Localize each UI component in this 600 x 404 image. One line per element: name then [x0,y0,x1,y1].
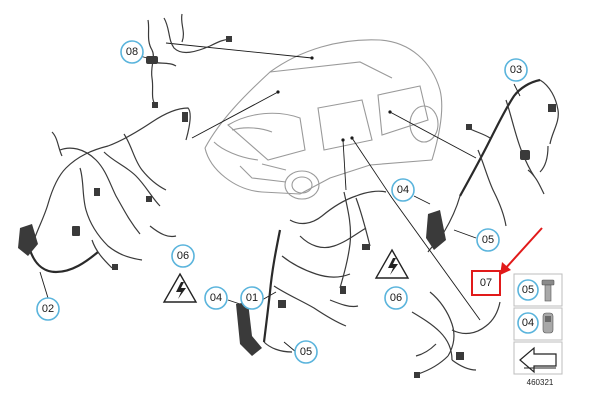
direction-arrow-icon [519,346,557,374]
harness-08 [146,13,233,108]
callout-08[interactable]: 08 [120,40,144,64]
callout-05-right-label: 05 [482,234,494,246]
reference-number: 460321 [527,378,554,387]
callout-06-right-label: 06 [390,292,402,304]
callout-05-right[interactable]: 05 [476,228,500,252]
bolt-icon [541,279,555,302]
callout-01-label: 01 [246,292,258,304]
callout-07-label: 07 [480,277,492,289]
kit-item-05[interactable]: 05 [517,279,539,301]
callout-06-right[interactable]: 06 [384,286,408,310]
callout-08-label: 08 [126,46,138,58]
kit-item-04[interactable]: 04 [517,312,539,334]
nut-icon [542,312,554,334]
harness-02 [18,107,191,274]
harness-03 [426,78,559,253]
harness-01 [236,190,387,356]
warning-triangle-icon [374,248,410,279]
callout-04-center-label: 04 [210,292,222,304]
harness-07 [411,291,501,378]
callout-06-left[interactable]: 06 [171,244,195,268]
warning-triangle-icon [162,272,198,303]
callout-03-label: 03 [510,64,522,76]
callout-02[interactable]: 02 [36,297,60,321]
callout-05-center[interactable]: 05 [294,340,318,364]
callout-04-right[interactable]: 04 [391,178,415,202]
red-arrow-icon [500,227,543,275]
kit-item-04-label: 04 [522,317,534,329]
callout-05-center-label: 05 [300,346,312,358]
callout-01[interactable]: 01 [240,286,264,310]
callout-04-center[interactable]: 04 [204,286,228,310]
callout-02-label: 02 [42,303,54,315]
callout-03[interactable]: 03 [504,58,528,82]
car-outline [204,39,443,200]
kit-item-05-label: 05 [522,284,534,296]
callout-04-right-label: 04 [397,184,409,196]
callout-07-highlighted[interactable]: 07 [471,270,501,296]
callout-06-left-label: 06 [177,250,189,262]
